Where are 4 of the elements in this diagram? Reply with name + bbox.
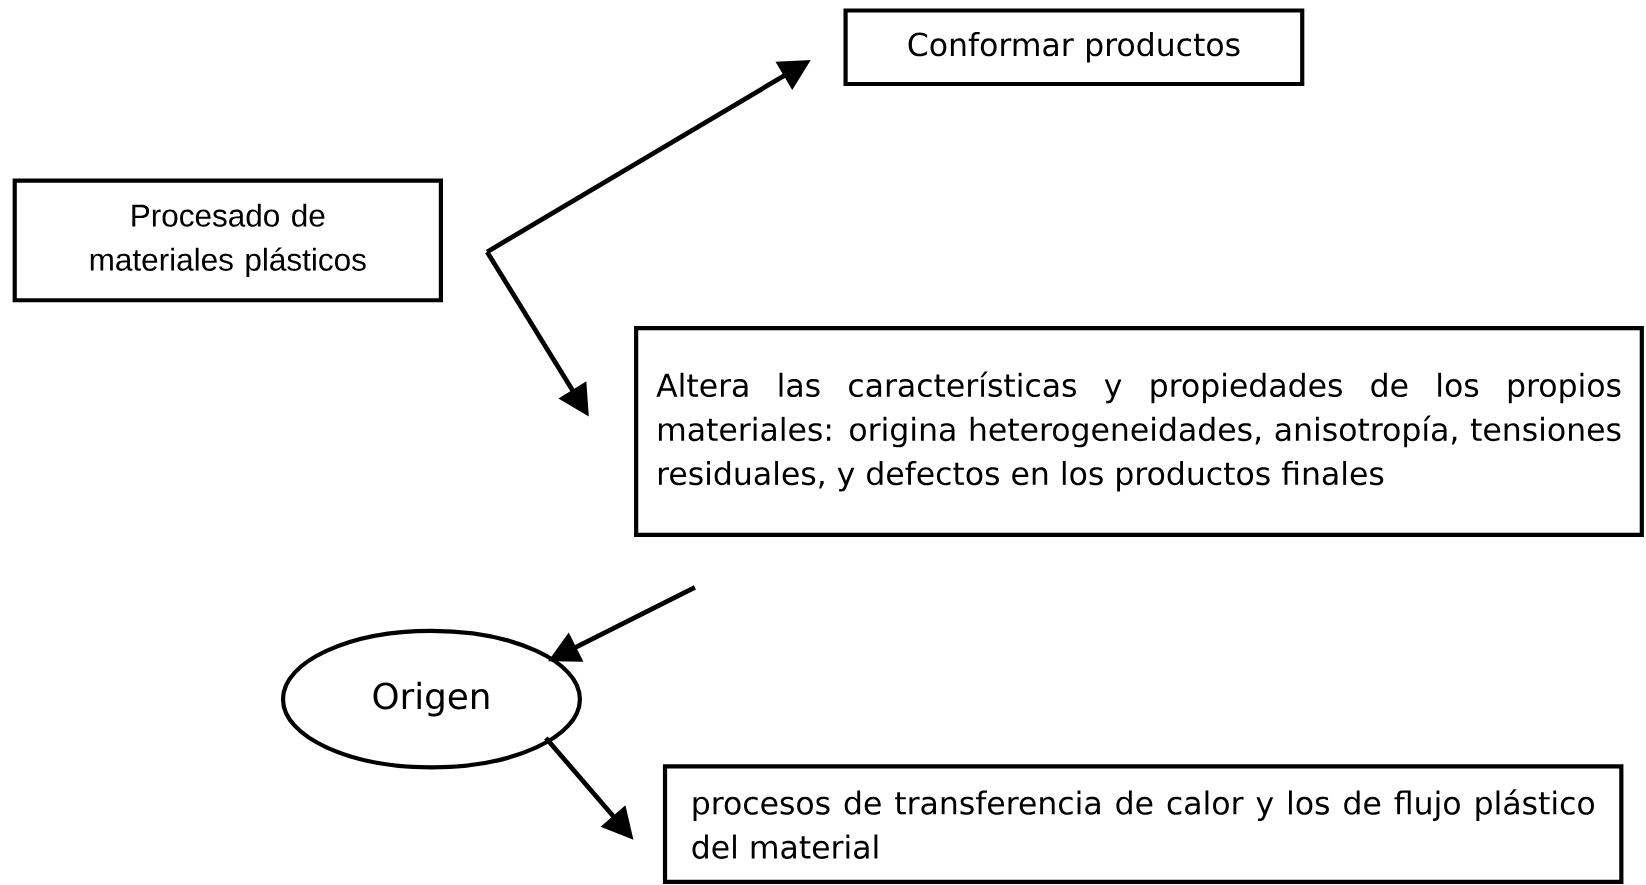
text-box: Conformar productos <box>843 8 1305 87</box>
text-box: procesos de transferencia de calor y los de flujo plástico del material <box>662 764 1624 884</box>
text-box: Altera las características y propiedades de los propios materiales: origina heterogeneidades, anisotropía, tensiones residuales, y defectos en los productos finales <box>634 325 1644 537</box>
text-box: Procesado de materiales plásticos <box>12 178 443 303</box>
